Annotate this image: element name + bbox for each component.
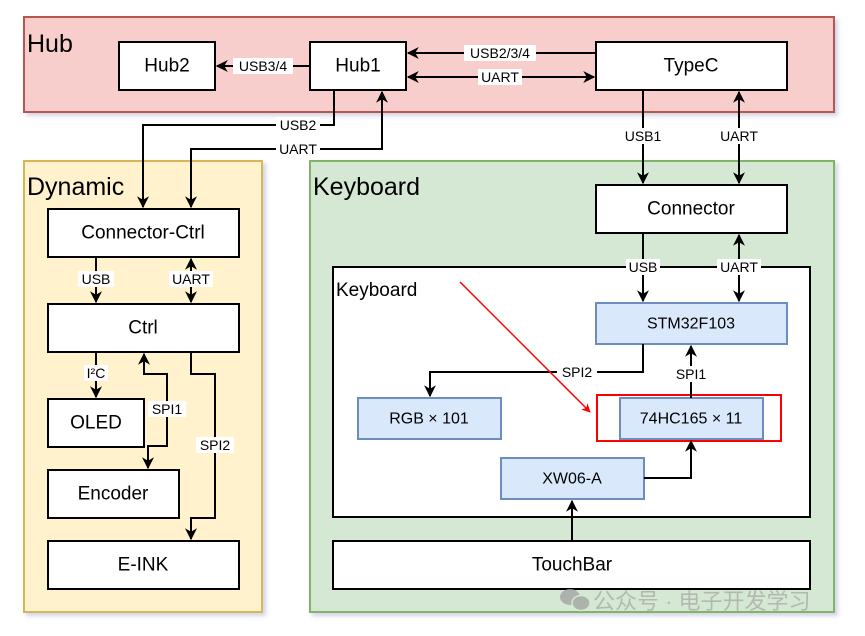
node-stm32[interactable]: STM32F103: [595, 302, 788, 345]
node-touchbar[interactable]: TouchBar: [332, 540, 811, 590]
node-encoder-label: Encoder: [78, 484, 149, 505]
node-connector-label: Connector: [647, 199, 735, 220]
wechat-icon: [560, 589, 591, 612]
node-hub2-label: Hub2: [144, 56, 189, 77]
edge-label-hub1-connector-ctrl-usb: USB2: [280, 117, 317, 133]
node-hub2[interactable]: Hub2: [118, 41, 216, 91]
group-keyboard-title: Keyboard: [313, 173, 420, 201]
edge-label-hub1-hub2: USB3/4: [239, 58, 287, 74]
group-hub-title: Hub: [27, 30, 73, 58]
edge-label-ctrl-eink: SPI2: [200, 437, 231, 453]
edge-label-connector-stm32-usb: USB: [629, 259, 658, 275]
edge-label-stm32-rgb: SPI2: [562, 364, 593, 380]
node-rgb-label: RGB × 101: [389, 411, 469, 428]
edge-label-connector-stm32-uart: UART: [720, 259, 758, 275]
node-typec-label: TypeC: [664, 56, 719, 77]
edge-label-connector-ctrl-hub1-uart: UART: [279, 141, 317, 157]
edge-label-74hc165-stm32: SPI1: [676, 366, 707, 382]
edge-label-connector-ctrl-ctrl-usb: USB: [82, 271, 111, 287]
node-connector-ctrl-label: Connector-Ctrl: [81, 223, 205, 244]
node-stm32-label: STM32F103: [647, 316, 735, 333]
group-keyboard-inner-title: Keyboard: [336, 280, 417, 301]
node-touchbar-label: TouchBar: [532, 555, 613, 576]
node-eink[interactable]: E-INK: [47, 540, 240, 590]
node-typec[interactable]: TypeC: [595, 41, 788, 91]
node-oled-label: OLED: [70, 413, 122, 434]
watermark-text: 公众号 · 电子开发学习: [593, 589, 811, 614]
node-connector[interactable]: Connector: [595, 184, 788, 234]
node-74hc165[interactable]: 74HC165 × 11: [619, 397, 764, 440]
node-hub1-label: Hub1: [335, 56, 380, 77]
edge-label-typec-hub1-uart: UART: [481, 69, 519, 85]
edge-label-typec-connector-usb: USB1: [625, 128, 662, 144]
node-eink-label: E-INK: [118, 555, 169, 576]
edge-label-connector-typec-uart: UART: [720, 128, 758, 144]
node-encoder[interactable]: Encoder: [47, 469, 180, 519]
node-hub1[interactable]: Hub1: [309, 41, 407, 91]
edge-label-typec-hub1-usb: USB2/3/4: [470, 45, 530, 61]
node-ctrl-label: Ctrl: [128, 318, 158, 339]
node-xw06[interactable]: XW06-A: [500, 457, 645, 500]
edge-xw06-74hc165: [644, 439, 697, 479]
annotation-arrow: [459, 281, 591, 413]
edge-label-ctrl-encoder: SPI1: [152, 401, 183, 417]
node-ctrl[interactable]: Ctrl: [47, 303, 240, 353]
edge-label-connector-ctrl-ctrl-uart: UART: [172, 271, 210, 287]
group-dynamic-title: Dynamic: [27, 173, 124, 201]
node-74hc165-label: 74HC165 × 11: [640, 411, 743, 428]
watermark: 公众号 · 电子开发学习: [560, 589, 811, 614]
edge-stm32-rgb: [424, 344, 644, 398]
edge-label-ctrl-oled: I²C: [87, 365, 106, 381]
node-rgb[interactable]: RGB × 101: [357, 397, 502, 440]
node-oled[interactable]: OLED: [47, 398, 145, 448]
node-xw06-label: XW06-A: [542, 471, 602, 488]
node-connector-ctrl[interactable]: Connector-Ctrl: [47, 208, 240, 258]
